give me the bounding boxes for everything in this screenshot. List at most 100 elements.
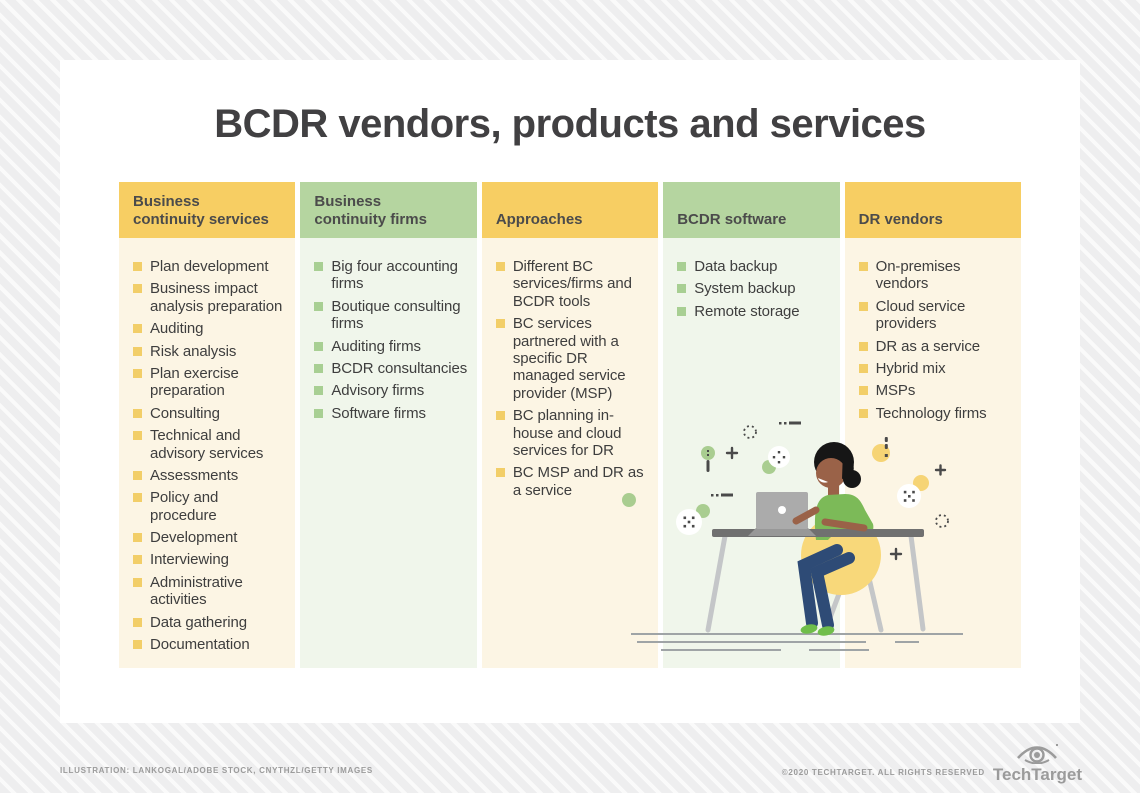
- list-item: Data backup: [677, 258, 831, 275]
- item-text: Business impact analysis preparation: [150, 280, 283, 315]
- page-title: BCDR vendors, products and services: [214, 102, 926, 146]
- list-item: MSPs: [858, 382, 1013, 399]
- bullet-square-icon: [133, 262, 142, 271]
- techtarget-logo: TechTarget: [993, 742, 1082, 783]
- list-item: Different BC services/firms and BCDR too…: [495, 258, 650, 310]
- item-list: Different BC services/firms and BCDR too…: [495, 258, 650, 499]
- bullet-square-icon: [133, 346, 142, 356]
- illustration-credit: ILLUSTRATION: LANKOGAL/ADOBE STOCK, CNYT…: [60, 766, 373, 775]
- item-text: Auditing: [150, 320, 204, 338]
- list-item: Documentation: [133, 636, 287, 653]
- item-text: Data gathering: [150, 613, 248, 631]
- item-text: Hybrid mix: [875, 359, 946, 377]
- list-item: Consulting: [133, 405, 287, 422]
- item-text: BC MSP and DR as a service: [512, 464, 644, 499]
- bullet-square-icon: [314, 262, 324, 271]
- item-text: DR as a service: [875, 337, 980, 355]
- item-text: Plan development: [150, 258, 269, 275]
- item-text: On-premises vendors: [875, 258, 961, 293]
- bullet-square-icon: [858, 386, 868, 396]
- bullet-square-icon: [133, 555, 142, 565]
- list-item: BCDR consultancies: [314, 360, 468, 377]
- bullet-square-icon: [133, 324, 142, 334]
- list-item: Cloud service providers: [858, 297, 1013, 333]
- item-text: Software firms: [331, 404, 426, 422]
- bullet-square-icon: [495, 262, 505, 271]
- column-header: Approaches: [481, 182, 659, 238]
- bullet-square-icon: [314, 408, 324, 418]
- copyright-text: ©2020 TECHTARGET. ALL RIGHTS RESERVED: [781, 768, 985, 777]
- list-item: Software firms: [314, 405, 468, 422]
- bullet-square-icon: [133, 617, 142, 627]
- bullet-square-icon: [495, 319, 505, 329]
- bullet-square-icon: [133, 368, 142, 378]
- item-text: Administrative activities: [150, 573, 243, 609]
- item-text: BC services partnered with a specific DR…: [512, 315, 626, 402]
- bullet-square-icon: [133, 493, 142, 503]
- list-item: Advisory firms: [314, 382, 468, 399]
- bullet-square-icon: [314, 341, 324, 351]
- brand-text: TechTarget: [992, 765, 1082, 784]
- list-item: Assessments: [133, 467, 287, 484]
- list-item: BC planning in-house and cloud services …: [495, 407, 650, 459]
- list-item: Technical and advisory services: [133, 427, 287, 462]
- bullet-square-icon: [133, 408, 142, 418]
- eye-icon: [1017, 744, 1059, 764]
- item-text: Technical and advisory services: [150, 427, 264, 462]
- item-text: Data backup: [694, 258, 778, 275]
- column-header: Business continuity firms: [300, 182, 477, 238]
- item-text: Cloud service providers: [875, 297, 966, 333]
- list-item: Technology firms: [858, 404, 1013, 422]
- list-item: Data gathering: [133, 614, 287, 631]
- list-item: Auditing: [133, 320, 287, 337]
- bullet-square-icon: [858, 341, 868, 351]
- bullet-square-icon: [314, 363, 324, 373]
- item-text: Auditing firms: [331, 337, 421, 355]
- list-item: Hybrid mix: [858, 359, 1013, 377]
- column-body: Different BC services/firms and BCDR too…: [481, 238, 659, 668]
- item-text: Assessments: [150, 466, 239, 484]
- bullet-square-icon: [133, 533, 142, 543]
- column-header: DR vendors: [844, 182, 1022, 238]
- list-item: Business impact analysis preparation: [133, 280, 287, 315]
- list-item: Remote storage: [677, 303, 831, 320]
- bullet-square-icon: [858, 408, 868, 418]
- list-item: Plan development: [133, 258, 287, 275]
- list-item: Plan exercise preparation: [133, 365, 287, 400]
- column-header: BCDR software: [663, 182, 840, 238]
- list-item: Policy and procedure: [133, 489, 287, 524]
- item-text: Remote storage: [694, 302, 800, 320]
- bullet-square-icon: [858, 363, 868, 373]
- item-text: Consulting: [150, 404, 220, 422]
- item-text: BC planning in-house and cloud services …: [512, 407, 622, 459]
- item-text: BCDR consultancies: [331, 359, 468, 377]
- item-text: Risk analysis: [150, 342, 237, 360]
- item-text: Plan exercise preparation: [150, 364, 239, 400]
- list-item: Development: [133, 529, 287, 546]
- bullet-square-icon: [133, 470, 142, 480]
- list-item: Risk analysis: [133, 343, 287, 360]
- item-text: Advisory firms: [331, 382, 425, 400]
- list-item: Boutique consulting firms: [314, 298, 468, 333]
- item-text: Technology firms: [875, 404, 987, 422]
- item-text: Development: [150, 529, 238, 547]
- footer-right: ©2020 TECHTARGET. ALL RIGHTS RESERVED Te…: [782, 742, 1082, 783]
- list-item: Auditing firms: [314, 338, 468, 355]
- item-text: System backup: [694, 280, 796, 298]
- bullet-square-icon: [133, 640, 142, 650]
- list-item: Big four accounting firms: [314, 258, 468, 293]
- item-text: Boutique consulting firms: [331, 297, 461, 333]
